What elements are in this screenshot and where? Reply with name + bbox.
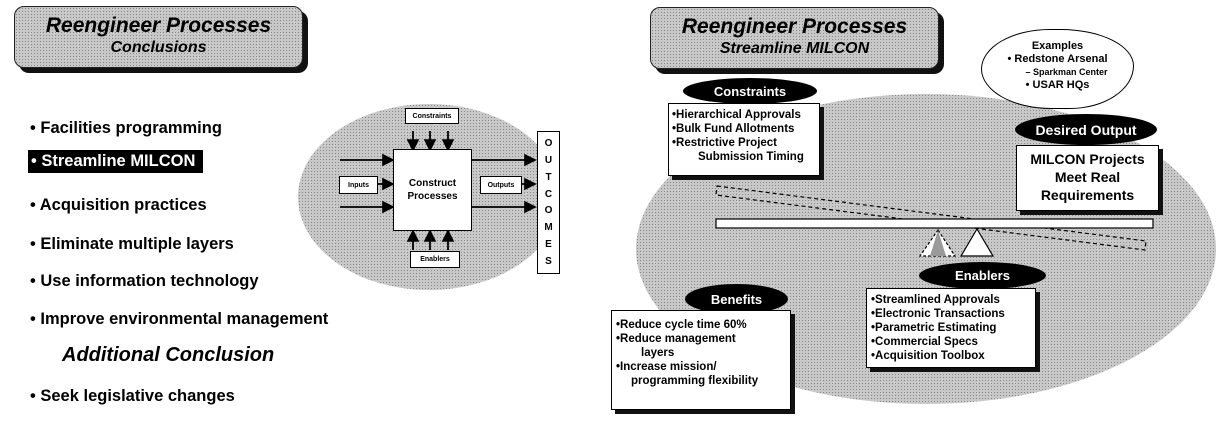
desired-output-line: Requirements [1040,187,1135,203]
outcomes-box: O U T C O M E S [537,131,560,274]
outcomes-letter: M [544,222,553,234]
left-bullet-legislative: • Seek legislative changes [30,387,235,405]
outcomes-letter: T [545,171,552,183]
outcomes-letter: O [544,205,553,217]
enabler-item: •Commercial Specs [871,336,978,348]
constraint-item: •Bulk Fund Allotments [672,123,795,135]
right-subtitle: Streamline MILCON [719,40,870,57]
outcomes-letter: O [544,137,553,149]
inputs-box: Inputs [339,176,378,194]
left-bullet-2-highlighted: • Streamline MILCON [28,150,204,173]
process-label-line2: Processes [407,191,458,202]
left-bullet-6: • Improve environmental management [30,310,329,328]
desired-output-pill: Desired Output [1015,114,1157,145]
outcomes-letter: E [545,239,552,251]
left-title-box: Reengineer Processes Conclusions [14,6,303,68]
additional-conclusion-heading: Additional Conclusion [62,344,275,366]
examples-line-3: • USAR HQs [1025,79,1090,91]
outcomes-letter: U [544,154,553,166]
benefit-item: •Reduce cycle time 60% [616,319,747,331]
benefits-pill: Benefits [685,284,788,314]
benefit-item: programming flexibility [631,375,759,387]
benefits-panel: •Reduce cycle time 60% •Reduce managemen… [611,310,791,410]
desired-output-panel: MILCON Projects Meet Real Requirements [1016,145,1159,211]
left-subtitle: Conclusions [110,39,207,56]
process-label-line1: Construct [408,178,457,189]
constraint-item: •Hierarchical Approvals [672,109,801,121]
enablers-panel: •Streamlined Approvals •Electronic Trans… [866,288,1036,368]
constraints-pill: Constraints [683,78,817,104]
examples-line-2: – Sparkman Center [1025,67,1108,77]
constraint-item: Submission Timing [698,151,804,163]
left-title: Reengineer Processes [45,14,272,37]
enabler-item: •Electronic Transactions [871,308,1005,320]
examples-cloud: Examples • Redstone Arsenal – Sparkman C… [981,29,1134,109]
left-bullet-3: • Acquisition practices [30,196,207,214]
enabler-item: •Parametric Estimating [871,322,997,334]
constraint-item: •Restrictive Project [672,137,778,149]
right-title: Reengineer Processes [681,15,908,38]
examples-line-1: • Redstone Arsenal [1007,53,1108,65]
benefit-item: •Increase mission/ [616,361,717,373]
examples-heading: Examples [1031,40,1084,52]
right-title-box: Reengineer Processes Streamline MILCON [650,7,939,69]
constraints-panel: •Hierarchical Approvals •Bulk Fund Allot… [668,103,820,176]
left-bullet-5: • Use information technology [30,272,259,290]
enablers-pill: Enablers [919,262,1046,289]
enabler-item: •Acquisition Toolbox [871,350,985,362]
construct-processes-box: Construct Processes [393,149,472,231]
enabler-item: •Streamlined Approvals [871,294,1000,306]
benefit-item: •Reduce management [616,333,736,345]
outcomes-letter: C [544,188,553,200]
desired-output-line: MILCON Projects [1030,151,1145,167]
outcomes-letter: S [545,256,552,267]
desired-output-line: Meet Real [1054,169,1121,185]
outputs-box: Outputs [480,176,522,194]
left-bullet-1: • Facilities programming [30,119,222,137]
enablers-box: Enablers [410,251,460,268]
left-bullet-4: • Eliminate multiple layers [30,235,234,253]
constraints-box: Constraints [405,108,459,124]
benefit-item: layers [641,347,675,359]
